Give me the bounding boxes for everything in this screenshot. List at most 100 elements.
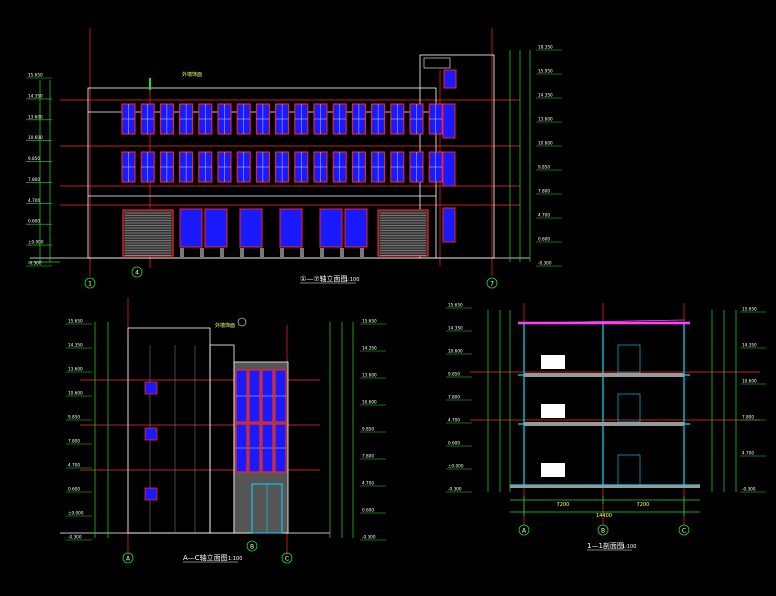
section-openings	[541, 344, 641, 486]
elevation-mark: ±0.000	[28, 240, 44, 245]
side-tower-windows	[235, 369, 287, 473]
side-dimension-right	[329, 322, 354, 538]
svg-text:B: B	[250, 544, 254, 551]
side-small-windows	[144, 381, 158, 501]
elevation-mark: 15.650	[68, 319, 83, 324]
section-span-left: 7200	[557, 502, 570, 508]
front-ground-window	[344, 208, 368, 248]
elevation-mark: 10.600	[742, 379, 757, 384]
elevation-mark: 7.800	[68, 439, 80, 444]
side-dimension-left	[94, 322, 109, 538]
side-elevation-marks-left: 15.65014.35013.60010.6009.8507.8004.7000…	[66, 319, 92, 541]
elevation-mark: 15.950	[538, 69, 553, 74]
elevation-mark: 14.350	[362, 346, 377, 351]
front-dimension-right	[509, 50, 531, 262]
elevation-mark: 10.600	[68, 391, 83, 396]
elevation-mark: 7.800	[538, 189, 550, 194]
section-dimension-bottom	[510, 496, 700, 516]
front-note: 外墙饰面	[182, 71, 202, 78]
elevation-mark: -0.300	[28, 261, 42, 266]
elevation-mark: 9.850	[448, 372, 460, 377]
side-elevation: 15.65014.35013.60010.6009.8507.8004.7000…	[60, 298, 386, 564]
front-elevation-marks-left: 15.65014.35013.60010.6009.8507.8004.7000…	[26, 73, 52, 267]
section-grid-lines	[470, 303, 760, 525]
front-tower-window	[442, 103, 456, 139]
section-axis-bubble-b: B	[597, 524, 609, 536]
elevation-mark: 15.650	[742, 307, 757, 312]
elevation-mark: 9.850	[28, 156, 40, 161]
front-title: ①—⑦轴立面图	[300, 274, 348, 283]
section-slab-fill	[510, 373, 700, 488]
section-span-total: 14400	[596, 513, 612, 519]
front-roof-box	[423, 57, 457, 89]
section-axis-bubble-a: A	[518, 524, 530, 536]
elevation-mark: 4.700	[68, 463, 80, 468]
elevation-mark: 4.700	[362, 481, 374, 486]
front-garage-doors	[122, 209, 429, 257]
elevation-mark: 4.700	[538, 213, 550, 218]
elevation-mark: ±0.000	[68, 511, 84, 516]
elevation-mark: 9.850	[68, 415, 80, 420]
elevation-mark: 14.350	[68, 343, 83, 348]
elevation-mark: 15.650	[448, 303, 463, 308]
front-ground-window	[319, 208, 343, 248]
front-ground-window	[204, 208, 228, 248]
front-axis-bubble-7: 7	[486, 277, 498, 289]
elevation-mark: ±0.000	[448, 464, 464, 469]
front-elevation: 15.65014.35013.60010.6009.8507.8004.7000…	[26, 28, 562, 289]
svg-text:B: B	[601, 528, 605, 535]
elevation-mark: 10.600	[28, 135, 43, 140]
section-structure	[510, 323, 700, 486]
elevation-mark: 0.600	[68, 487, 80, 492]
elevation-mark: 15.650	[362, 319, 377, 324]
svg-text:A: A	[126, 556, 131, 563]
svg-text:1: 1	[88, 281, 92, 288]
side-axis-bubble-b: B	[246, 540, 258, 552]
elevation-mark: -0.300	[742, 487, 756, 492]
front-elevation-marks-right: 18.35015.95014.35013.60010.6009.8507.800…	[536, 45, 562, 267]
elevation-mark: 7.800	[742, 415, 754, 420]
elevation-mark: 14.350	[742, 343, 757, 348]
section-axis-bubble-c: C	[678, 524, 690, 536]
elevation-mark: 0.600	[28, 219, 40, 224]
elevation-mark: 9.850	[538, 165, 550, 170]
elevation-mark: 0.600	[448, 441, 460, 446]
elevation-mark: 14.350	[448, 326, 463, 331]
elevation-mark: -0.300	[362, 535, 376, 540]
front-windows	[121, 103, 456, 243]
section-title: 1—1剖面图	[587, 541, 624, 550]
svg-text:4: 4	[135, 270, 139, 277]
elevation-mark: 7.800	[28, 177, 40, 182]
elevation-mark: 15.650	[28, 73, 43, 78]
section-elevation-marks-left: 15.65014.35010.6009.8507.8004.7000.600±0…	[446, 303, 472, 493]
side-scale: 1:100	[228, 556, 242, 562]
front-axis-bubble-mid: 4	[131, 266, 143, 278]
front-tower-window	[442, 151, 456, 187]
side-axis-bubble-c: C	[281, 552, 293, 564]
section-dimension-left	[487, 310, 511, 492]
svg-text:C: C	[285, 556, 289, 563]
svg-text:C: C	[682, 528, 686, 535]
section-view: 7200 7200 14400 15.65014.35010.6009.8507…	[446, 303, 766, 551]
elevation-mark: 18.350	[538, 45, 553, 50]
elevation-mark: 14.350	[28, 93, 43, 98]
side-elevation-marks-right: 15.65014.35013.60010.6009.8507.8004.7000…	[360, 319, 386, 541]
elevation-mark: -0.300	[68, 535, 82, 540]
front-ground-window	[279, 208, 303, 248]
elevation-mark: 14.350	[538, 93, 553, 98]
side-title: A—C轴立面图	[183, 553, 228, 562]
svg-text:A: A	[522, 528, 527, 535]
side-axis-bubble-a: A	[122, 552, 134, 564]
elevation-mark: 7.800	[362, 454, 374, 459]
section-dimension-right	[711, 310, 737, 492]
elevation-mark: 10.600	[362, 400, 377, 405]
front-ground-window	[239, 208, 263, 248]
elevation-mark: 4.700	[28, 198, 40, 203]
elevation-mark: 10.600	[448, 349, 463, 354]
elevation-mark: -0.300	[538, 261, 552, 266]
elevation-mark: 0.600	[362, 508, 374, 513]
elevation-mark: 4.700	[448, 418, 460, 423]
elevation-mark: 0.600	[538, 237, 550, 242]
